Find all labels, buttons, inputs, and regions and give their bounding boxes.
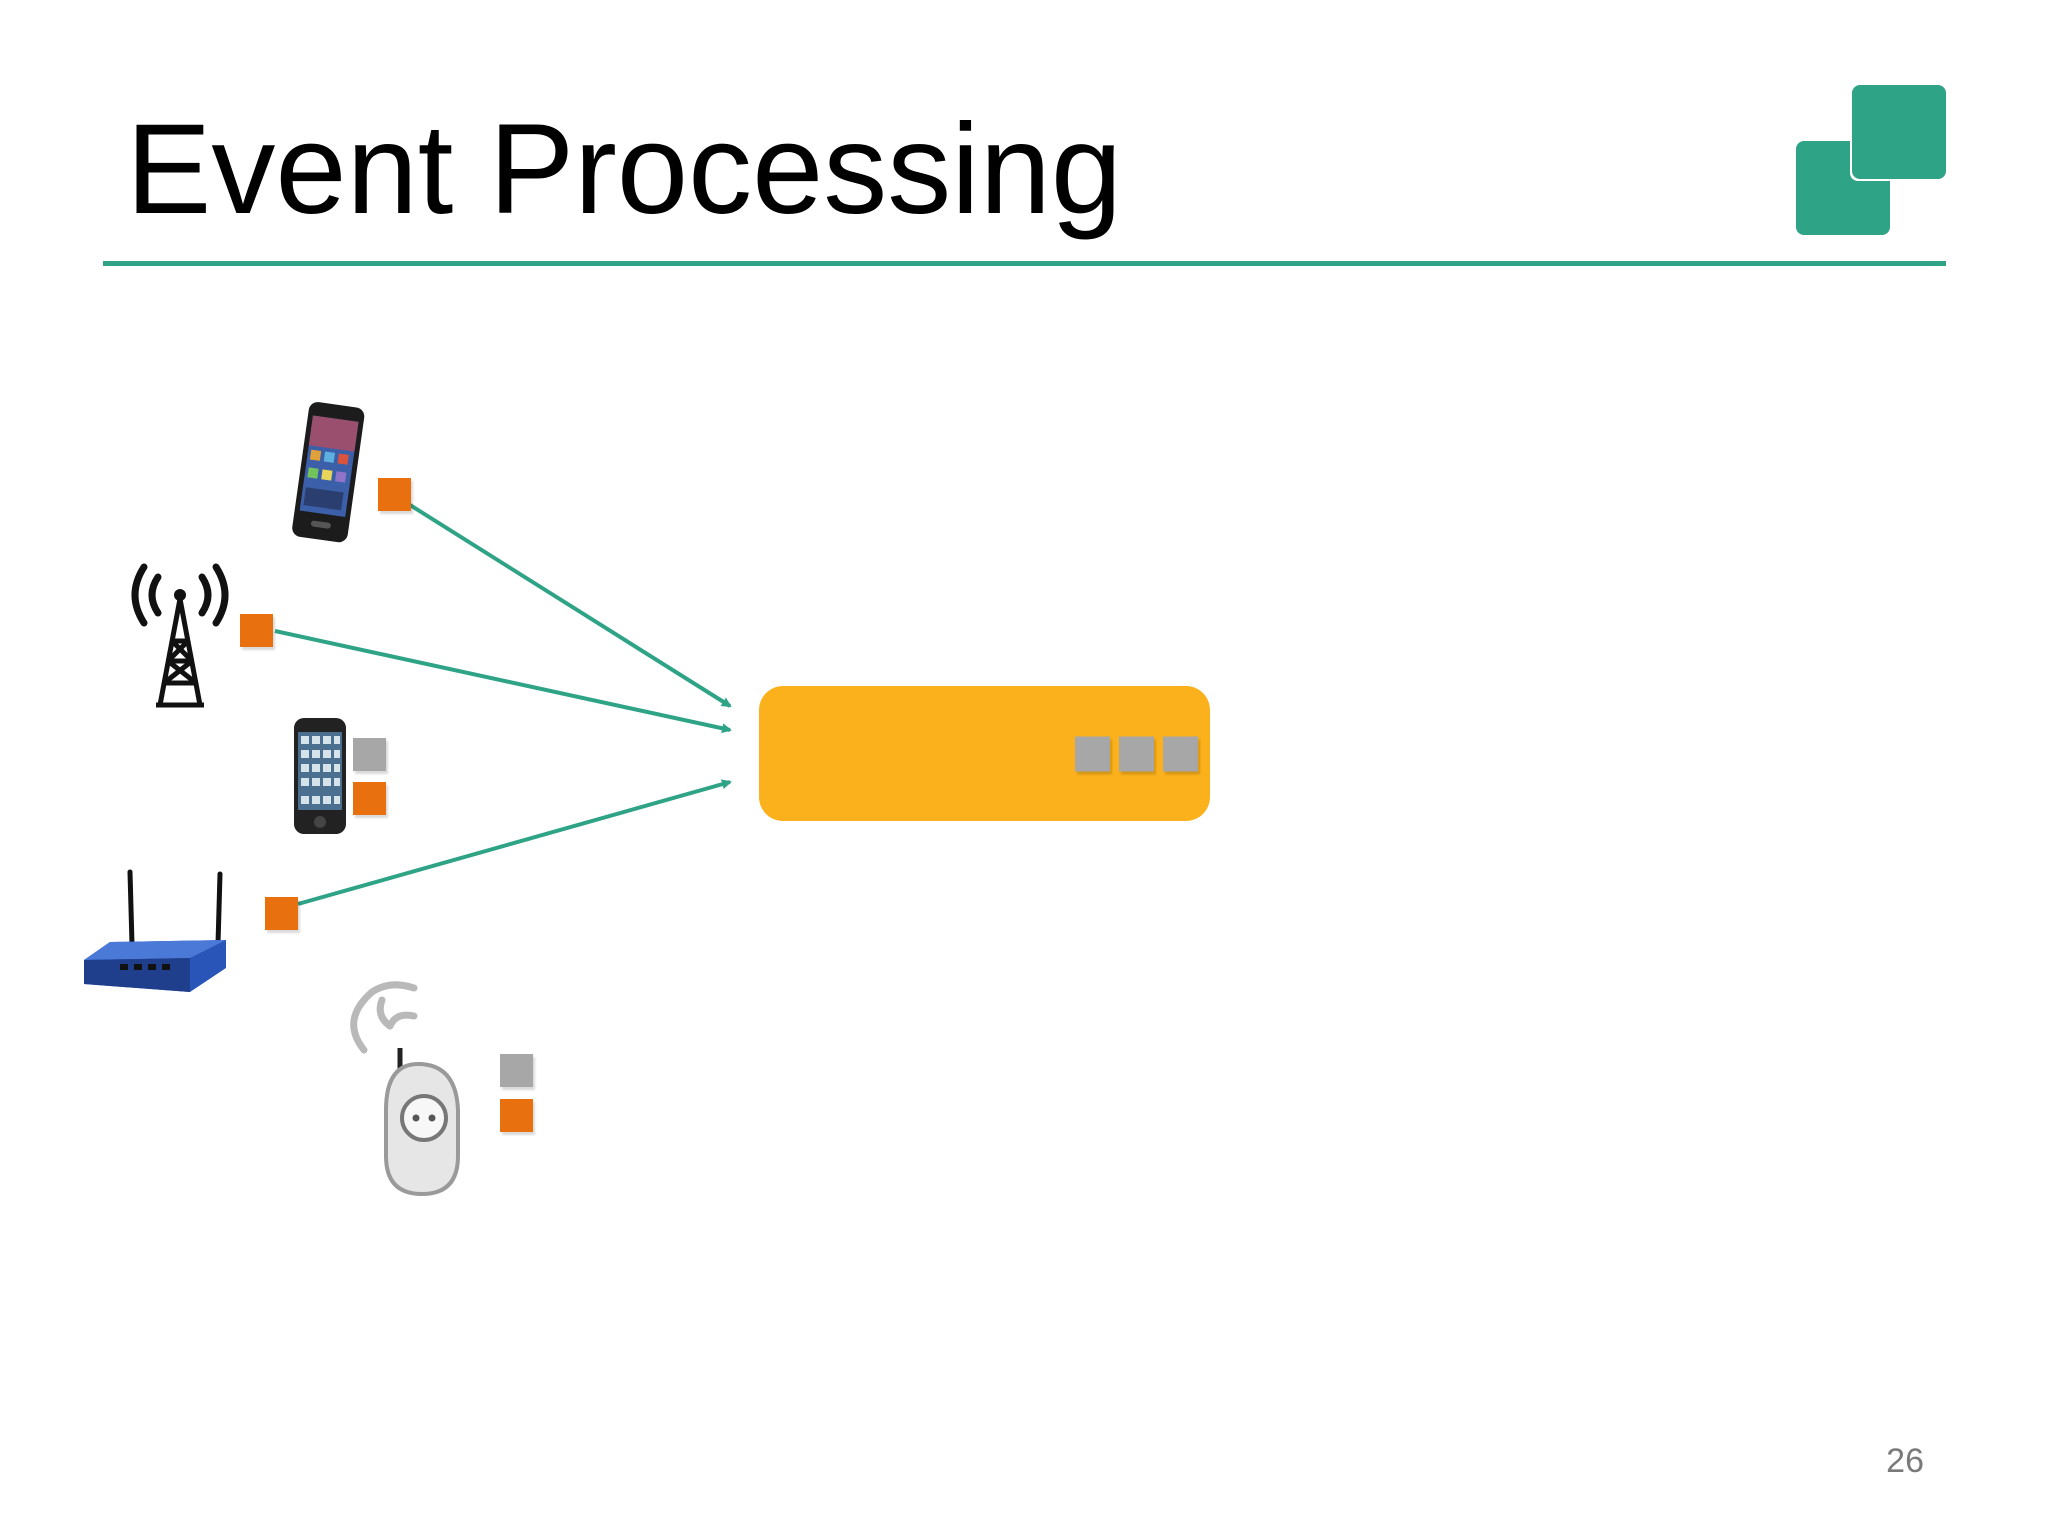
page-number: 26 [1886, 1442, 1924, 1480]
event-processed [500, 1054, 533, 1087]
arrow-phone-to-processor [408, 503, 732, 708]
event-processor [759, 686, 1210, 821]
event-new [378, 478, 411, 511]
logo-square-front [1852, 85, 1946, 179]
arrow-router-to-processor [297, 779, 732, 906]
queued-event [1075, 736, 1110, 771]
iphone-icon [294, 718, 346, 834]
wireless-router-icon [84, 869, 226, 992]
event-new [500, 1099, 533, 1132]
logo [1796, 85, 1946, 235]
title-rule [103, 261, 1946, 266]
queued-event [1119, 736, 1154, 771]
smartphone-icon [292, 402, 365, 543]
slide-title: Event Processing [126, 98, 1123, 241]
smart-plug-icon [350, 981, 460, 1197]
event-processed [353, 738, 386, 771]
event-new [265, 897, 298, 930]
arrow-tower-to-processor [274, 629, 732, 734]
event-new [353, 782, 386, 815]
event-new [240, 614, 273, 647]
processed-event-queue [1075, 736, 1198, 771]
radio-tower-icon [131, 563, 229, 708]
queued-event [1163, 736, 1198, 771]
